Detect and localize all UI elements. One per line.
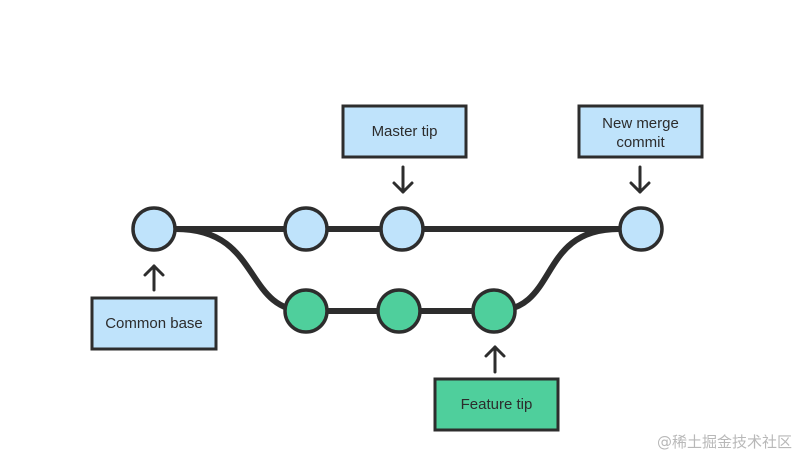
commit-common-base bbox=[131, 206, 177, 252]
label-master-tip: Master tip bbox=[341, 104, 468, 159]
arrows bbox=[143, 165, 651, 374]
arrow-down-icon-master-tip bbox=[392, 165, 414, 194]
label-common-base: Common base bbox=[90, 296, 218, 351]
watermark-text: @稀土掘金技术社区 bbox=[656, 433, 792, 451]
label-new-merge-commit-line2: commit bbox=[616, 134, 665, 151]
commit-merge bbox=[618, 206, 664, 252]
commit-feature-1 bbox=[283, 288, 329, 334]
arrow-up-icon-common-base bbox=[143, 264, 165, 292]
label-feature-tip: Feature tip bbox=[433, 377, 560, 432]
label-new-merge-commit-line1: New merge bbox=[602, 115, 679, 132]
commit-master-tip bbox=[379, 206, 425, 252]
master-commits bbox=[131, 206, 664, 252]
label-common-base-text: Common base bbox=[105, 315, 203, 332]
arrow-up-icon-feature-tip bbox=[484, 345, 506, 374]
arrow-down-icon-merge-commit bbox=[629, 165, 651, 194]
commit-feature-tip bbox=[471, 288, 517, 334]
feature-commits bbox=[283, 288, 517, 334]
label-feature-tip-text: Feature tip bbox=[461, 396, 533, 413]
label-new-merge-commit: New merge commit bbox=[577, 104, 704, 159]
label-master-tip-text: Master tip bbox=[372, 123, 438, 140]
commit-master-1 bbox=[283, 206, 329, 252]
commit-feature-2 bbox=[376, 288, 422, 334]
